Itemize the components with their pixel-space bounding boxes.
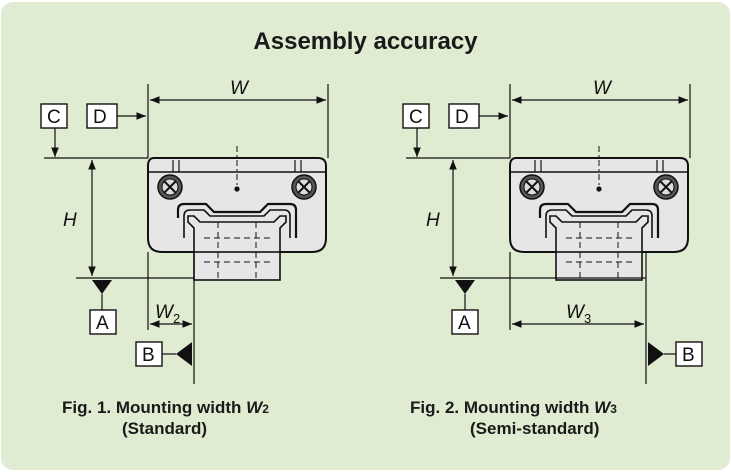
caption-fig-2: Fig. 2. Mounting width W3 (Semi-standard… bbox=[410, 398, 617, 438]
diagram-title: Assembly accuracy bbox=[253, 28, 478, 55]
ref-b-box-2 bbox=[675, 341, 703, 367]
figure-1: W C D H A W2 B bbox=[40, 78, 329, 384]
w2-label: W2 bbox=[155, 302, 180, 326]
ref-b-box-1 bbox=[135, 341, 163, 367]
figure-2: W C D H A W3 B bbox=[402, 78, 703, 384]
ref-c-box-2 bbox=[402, 103, 430, 129]
w3-label: W3 bbox=[566, 302, 591, 326]
h-label-1: H bbox=[63, 210, 77, 231]
guide-block-1 bbox=[146, 144, 328, 282]
w-label-1: W bbox=[230, 78, 250, 99]
caption-fig-1: Fig. 1. Mounting width W2 (Standard) bbox=[62, 398, 269, 438]
ref-d-box-2 bbox=[448, 103, 480, 129]
ref-b-triangle-1 bbox=[176, 342, 192, 366]
ref-b-label-2: B bbox=[682, 345, 695, 366]
ref-a-triangle-2 bbox=[455, 280, 475, 294]
ref-d-label-2: D bbox=[455, 107, 469, 128]
ref-a-label-2: A bbox=[458, 313, 471, 334]
ref-c-box-1 bbox=[40, 103, 68, 129]
ref-d-box-1 bbox=[86, 103, 118, 129]
ref-b-triangle-2 bbox=[648, 342, 664, 366]
w-label-2: W bbox=[593, 78, 613, 99]
ref-a-label-1: A bbox=[96, 313, 109, 334]
ref-d-label-1: D bbox=[93, 107, 107, 128]
ref-a-triangle-1 bbox=[92, 280, 112, 294]
h-label-2: H bbox=[426, 210, 440, 231]
ref-a-box-2 bbox=[451, 309, 479, 335]
ref-a-box-1 bbox=[89, 309, 117, 335]
ref-c-label-1: C bbox=[47, 107, 61, 128]
ref-b-label-1: B bbox=[142, 345, 155, 366]
guide-block-2 bbox=[508, 144, 690, 282]
ref-c-label-2: C bbox=[409, 107, 423, 128]
